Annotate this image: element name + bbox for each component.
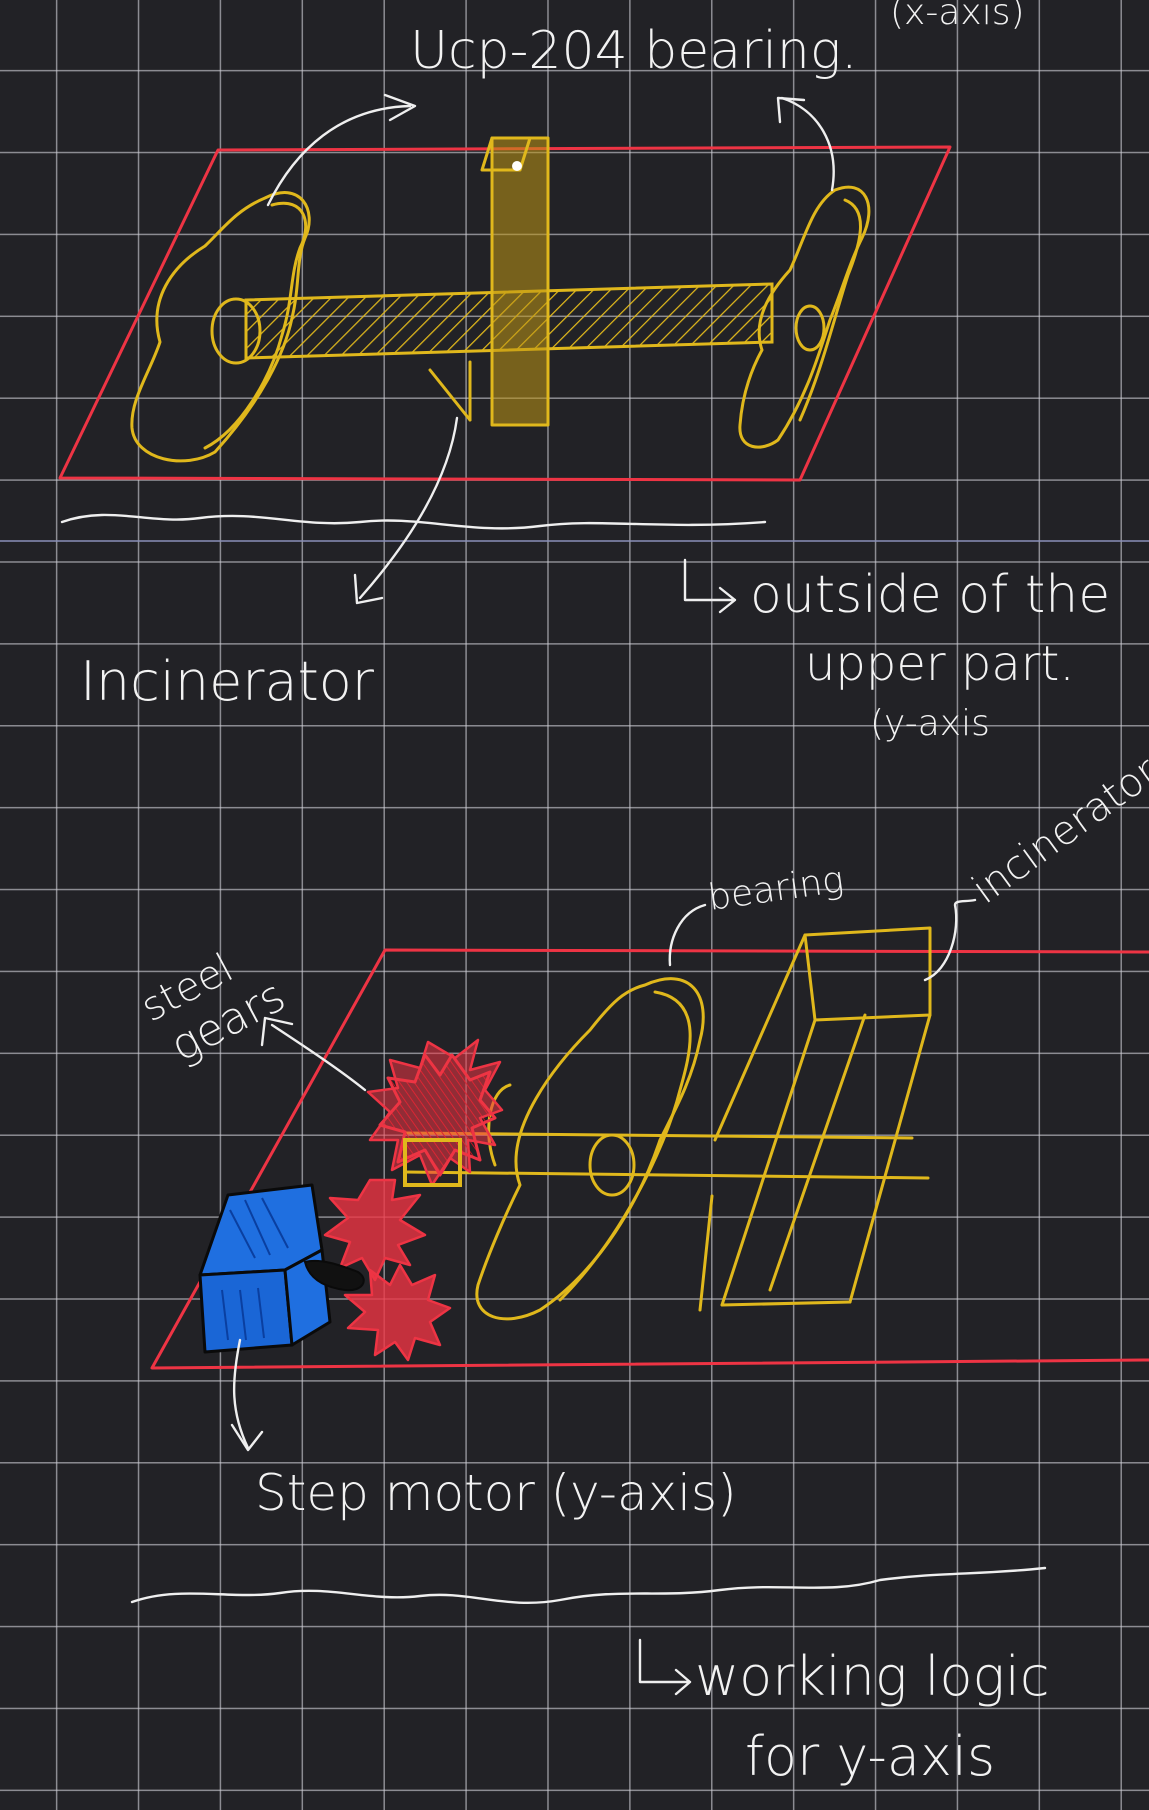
arrow-steel-gears — [270, 1023, 367, 1092]
caption-x-axis: (x-axis) — [890, 0, 1025, 33]
arrow-step-motor — [232, 1338, 250, 1450]
arrow-incinerator-side — [923, 898, 977, 982]
base-plate-bottom — [150, 948, 1149, 1370]
label-steel-gears: steel gears — [134, 945, 294, 1072]
base-plate-top — [58, 145, 952, 482]
note-working-line2: for y-axis — [745, 1725, 995, 1788]
step-motor — [198, 1183, 365, 1354]
bottom-assembly-diagram — [130, 898, 1149, 1605]
steel-gear-upper — [323, 1038, 504, 1282]
right-bore-top — [794, 304, 826, 352]
top-assembly-diagram — [58, 93, 952, 605]
bottom-underline — [130, 1566, 1047, 1605]
incinerator-frame-bottom — [698, 926, 932, 1312]
note-outside-line2: upper part. — [805, 636, 1075, 692]
note-outside-line3: (y-axis — [870, 703, 990, 744]
label-step-motor: Step motor (y-axis) — [255, 1464, 737, 1522]
label-ucp-bearing: Ucp-204 bearing. — [410, 21, 858, 81]
bearing-bottom — [475, 977, 705, 1321]
note-working-logic: working logic for y-axis — [638, 1638, 1050, 1788]
note-outside-line1: outside of the — [750, 565, 1110, 625]
label-incinerator-side: incinerator — [964, 748, 1149, 913]
label-incinerator-top: Incinerator — [80, 650, 375, 713]
arrow-ucp-left — [266, 104, 412, 207]
steel-gear-lower — [343, 1263, 452, 1362]
note-outside-upper-part: outside of the upper part. (y-axis — [683, 558, 1110, 744]
arrow-ucp-right — [780, 96, 835, 192]
arrow-incinerator-top — [358, 416, 459, 600]
arrow-bearing — [668, 903, 707, 967]
label-bearing: bearing — [706, 859, 847, 919]
incinerator-block-top — [490, 136, 550, 427]
bearing-bolt-dot — [512, 161, 522, 171]
top-underline — [60, 513, 767, 530]
note-working-line1: working logic — [695, 1645, 1050, 1708]
